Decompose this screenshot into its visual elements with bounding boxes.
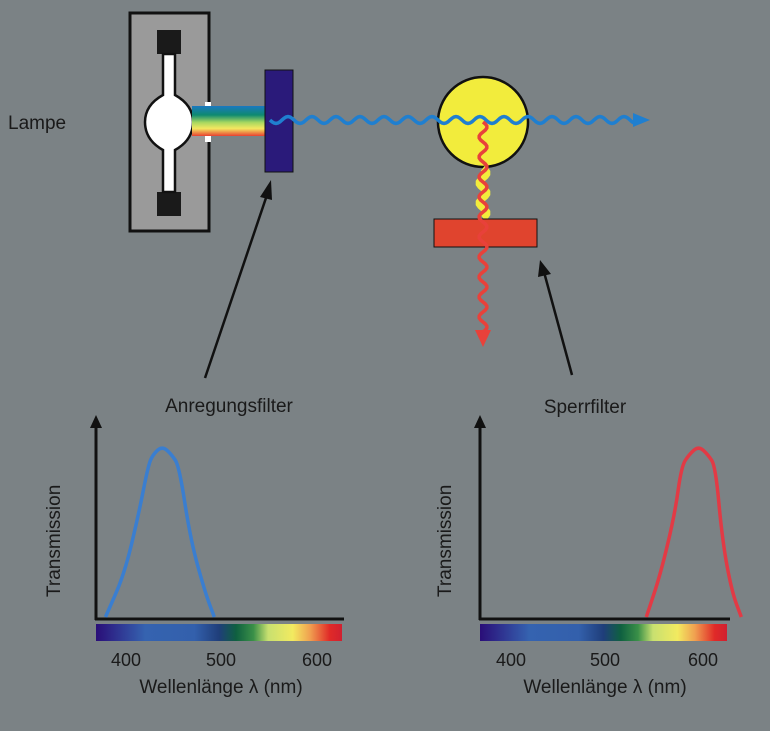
emission-light-wave bbox=[477, 120, 489, 334]
x-tick-label: 400 bbox=[111, 650, 141, 670]
x-tick-label: 600 bbox=[302, 650, 332, 670]
x-axis-label: Wellenlänge λ (nm) bbox=[523, 677, 686, 698]
transmission-curve bbox=[103, 446, 216, 618]
excitation-arrowhead-icon bbox=[633, 113, 650, 127]
x-tick-label: 500 bbox=[206, 650, 236, 670]
excitation-chart: Anregungsfilter Transmission 400 500 600… bbox=[44, 396, 344, 698]
emission-arrowhead-icon bbox=[475, 330, 491, 347]
x-axis-label: Wellenlänge λ (nm) bbox=[139, 677, 302, 698]
excitation-pointer-arrow bbox=[203, 180, 272, 379]
transmission-curve bbox=[644, 446, 743, 618]
x-tick-label: 600 bbox=[688, 650, 718, 670]
y-axis-label: Transmission bbox=[435, 485, 456, 597]
y-axis-arrow-icon bbox=[90, 415, 102, 428]
light-beam bbox=[192, 106, 267, 136]
excitation-light-wave bbox=[268, 114, 635, 126]
lamp-label: Lampe bbox=[8, 113, 66, 134]
spectrum-bar bbox=[480, 624, 727, 641]
chart-title: Sperrfilter bbox=[544, 397, 627, 418]
x-tick-label: 500 bbox=[590, 650, 620, 670]
barrier-pointer-arrow bbox=[538, 260, 574, 376]
chart-title: Anregungsfilter bbox=[165, 396, 293, 417]
spectrum-bar bbox=[96, 624, 342, 641]
x-tick-label: 400 bbox=[496, 650, 526, 670]
barrier-chart: Sperrfilter Transmission 400 500 600 Wel… bbox=[435, 397, 743, 698]
y-axis-arrow-icon bbox=[474, 415, 486, 428]
y-axis-label: Transmission bbox=[44, 485, 65, 597]
